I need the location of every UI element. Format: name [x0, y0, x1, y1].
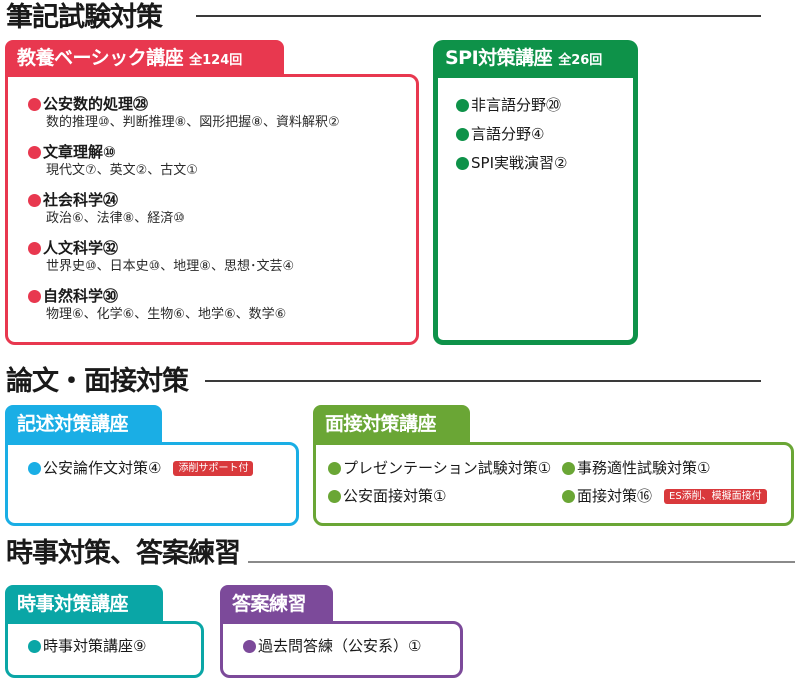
bullet-dot-icon	[562, 489, 575, 503]
feature-badge: 添削サポート付	[173, 460, 254, 476]
list-item: 言語分野④	[456, 124, 544, 144]
bullet-dot-icon	[456, 98, 469, 112]
item-detail: 数的推理⑩、判断推理⑧、図形把握⑧、資料解釈②	[46, 115, 340, 130]
item-label: 公安数的処理㉘	[43, 95, 149, 113]
list-item: 人文科学㉜ 世界史⑩、日本史⑩、地理⑧、思想･文芸④	[28, 238, 294, 276]
list-item: 過去問答練（公安系）①	[243, 636, 421, 656]
item-label: 時事対策講座⑨	[43, 637, 147, 655]
heading-divider	[205, 380, 761, 382]
course-card-essay: 記述対策講座 公安論作文対策④ 添削サポート付	[5, 405, 299, 526]
section-heading-written-exam: 筆記試験対策	[6, 2, 163, 33]
course-title-tab: 教養ベーシック講座全124回	[5, 40, 284, 77]
bullet-dot-icon	[28, 145, 41, 159]
course-card-spi: SPI対策講座全26回 非言語分野⑳ 言語分野④ SPI実戦演習②	[433, 40, 638, 345]
item-label: SPI実戦演習②	[471, 154, 568, 172]
course-card-answer-practice: 答案練習 過去問答練（公安系）①	[220, 585, 463, 678]
course-title-tab: SPI対策講座全26回	[433, 40, 638, 77]
bullet-dot-icon	[28, 461, 41, 475]
bullet-dot-icon	[328, 461, 341, 475]
list-item: プレゼンテーション試験対策①	[328, 458, 551, 478]
course-box	[5, 74, 419, 345]
item-label: 過去問答練（公安系）①	[258, 637, 422, 655]
item-label: 面接対策⑯	[577, 487, 653, 505]
course-count: 全124回	[189, 53, 243, 68]
list-item: 文章理解⑩ 現代文⑦、英文②、古文①	[28, 142, 198, 180]
item-detail: 物理⑥、化学⑥、生物⑥、地学⑥、数学⑥	[46, 307, 287, 322]
course-count: 全26回	[558, 53, 603, 68]
course-box	[5, 442, 299, 526]
list-item: 面接対策⑯ ES添削、模擬面接付	[562, 486, 767, 506]
list-item: 公安論作文対策④ 添削サポート付	[28, 458, 254, 478]
course-title: 教養ベーシック講座	[17, 47, 184, 69]
item-label: 非言語分野⑳	[471, 96, 562, 114]
list-item: 公安数的処理㉘ 数的推理⑩、判断推理⑧、図形把握⑧、資料解釈②	[28, 94, 340, 132]
course-box	[313, 442, 794, 526]
item-detail: 世界史⑩、日本史⑩、地理⑧、思想･文芸④	[46, 259, 295, 274]
feature-badge: ES添削、模擬面接付	[664, 488, 767, 504]
item-label: 公安論作文対策④	[43, 459, 162, 477]
heading-divider	[196, 15, 761, 17]
list-item: 時事対策講座⑨	[28, 636, 146, 656]
heading-divider	[248, 561, 795, 563]
list-item: 事務適性試験対策①	[562, 458, 710, 478]
section-heading-current-affairs: 時事対策、答案練習	[6, 538, 241, 569]
bullet-dot-icon	[456, 156, 469, 170]
course-title-tab: 記述対策講座	[5, 405, 162, 445]
course-title-tab: 面接対策講座	[313, 405, 470, 445]
item-label: 公安面接対策①	[343, 487, 447, 505]
course-card-liberal-arts: 教養ベーシック講座全124回 公安数的処理㉘ 数的推理⑩、判断推理⑧、図形把握⑧…	[5, 40, 419, 345]
item-label: 事務適性試験対策①	[577, 459, 711, 477]
item-label: 社会科学㉔	[43, 191, 119, 209]
bullet-dot-icon	[28, 241, 41, 255]
item-label: 言語分野④	[471, 125, 545, 143]
item-label: 自然科学㉚	[43, 287, 119, 305]
list-item: SPI実戦演習②	[456, 153, 567, 173]
bullet-dot-icon	[328, 489, 341, 503]
course-title: 時事対策講座	[17, 593, 129, 615]
course-title: 記述対策講座	[17, 413, 129, 435]
course-title-tab: 答案練習	[220, 585, 333, 624]
item-detail: 政治⑥、法律⑧、経済⑩	[46, 211, 185, 226]
bullet-dot-icon	[28, 97, 41, 111]
course-title: 面接対策講座	[325, 413, 437, 435]
section-heading-essay-interview: 論文・面接対策	[6, 366, 189, 397]
bullet-dot-icon	[456, 127, 469, 141]
bullet-dot-icon	[28, 193, 41, 207]
course-title: SPI対策講座	[445, 47, 553, 69]
bullet-dot-icon	[28, 639, 41, 653]
list-item: 社会科学㉔ 政治⑥、法律⑧、経済⑩	[28, 190, 185, 228]
bullet-dot-icon	[243, 639, 256, 653]
bullet-dot-icon	[562, 461, 575, 475]
list-item: 非言語分野⑳	[456, 95, 561, 115]
item-label: 文章理解⑩	[43, 143, 116, 161]
course-card-interview: 面接対策講座 プレゼンテーション試験対策① 事務適性試験対策① 公安面接対策① …	[313, 405, 794, 526]
item-label: 人文科学㉜	[43, 239, 119, 257]
item-label: プレゼンテーション試験対策①	[343, 459, 552, 477]
course-title-tab: 時事対策講座	[5, 585, 163, 624]
item-detail: 現代文⑦、英文②、古文①	[46, 163, 198, 178]
course-card-current-affairs: 時事対策講座 時事対策講座⑨	[5, 585, 204, 678]
list-item: 自然科学㉚ 物理⑥、化学⑥、生物⑥、地学⑥、数学⑥	[28, 286, 286, 324]
bullet-dot-icon	[28, 289, 41, 303]
course-box	[433, 40, 638, 345]
course-box	[220, 621, 463, 678]
list-item: 公安面接対策①	[328, 486, 446, 506]
course-title: 答案練習	[232, 593, 307, 615]
